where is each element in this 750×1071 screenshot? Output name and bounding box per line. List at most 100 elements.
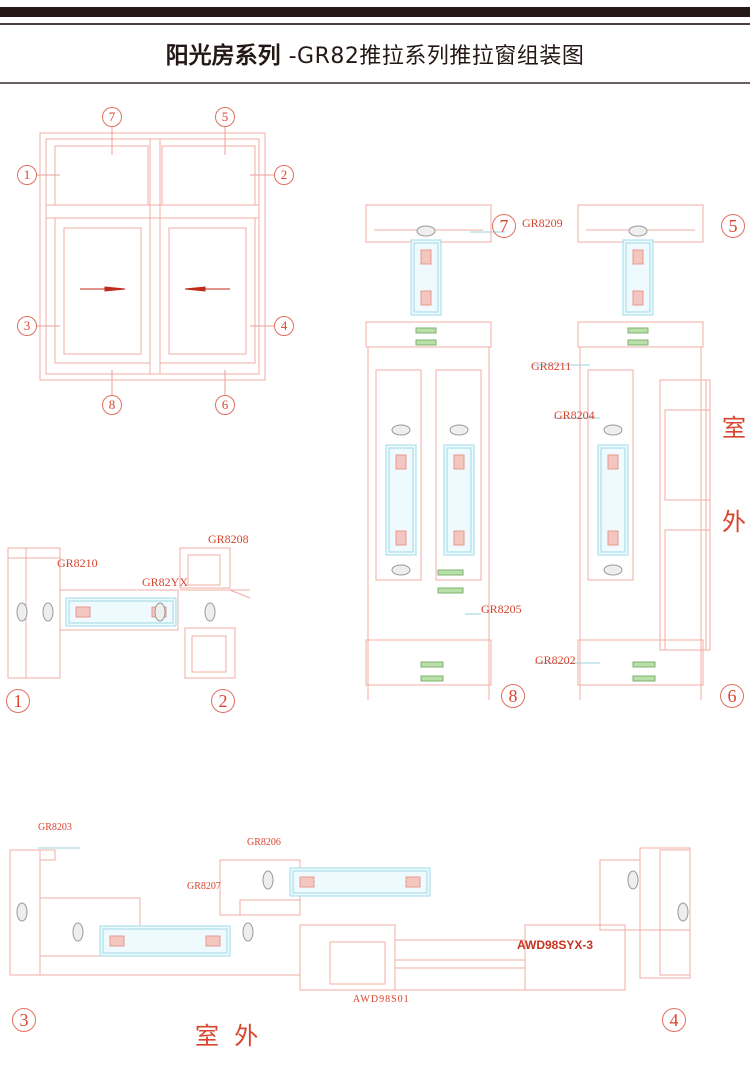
spacer-pad <box>405 876 421 888</box>
glass-pane <box>102 928 228 954</box>
spacer-pad <box>420 249 432 265</box>
arrow-right-icon <box>104 286 126 292</box>
label-awd98s01: AWD98S01 <box>353 994 410 1005</box>
section-marker-8: 8 <box>501 684 525 708</box>
transom-panel-right <box>161 145 256 206</box>
thermal-break-strip <box>437 569 464 576</box>
sash-right-glass <box>168 227 247 355</box>
profile-line <box>229 589 251 599</box>
thermal-break-strip <box>632 675 656 682</box>
label-gr8210: GR8210 <box>57 556 98 570</box>
label-gr8208: GR8208 <box>208 532 249 546</box>
sash-profile <box>435 369 482 581</box>
thermal-break-strip <box>415 327 437 334</box>
title-series: 阳光房系列 <box>165 43 281 69</box>
spacer-pad <box>75 606 91 618</box>
sash-profile <box>375 369 422 581</box>
roller-icon <box>628 225 648 237</box>
marker-5: 5 <box>215 107 235 127</box>
outside-label-char-2: 外 <box>722 508 746 536</box>
frame-profile <box>184 627 236 679</box>
thermal-break-strip <box>437 587 464 594</box>
roller-icon <box>72 922 84 942</box>
frame-profile <box>329 941 386 985</box>
sash-profile <box>599 859 641 931</box>
sash-right <box>159 217 256 364</box>
outside-frame-profile <box>659 379 711 651</box>
spacer-pad <box>632 290 644 306</box>
frame-profile <box>39 849 56 861</box>
marker-8: 8 <box>102 395 122 415</box>
spacer-pad <box>632 249 644 265</box>
arrow-left-icon <box>184 286 206 292</box>
sash-left <box>54 217 151 364</box>
roller-icon <box>449 424 469 436</box>
spacer-pad <box>453 530 465 546</box>
roller-icon <box>16 602 28 622</box>
section-marker-7: 7 <box>492 214 516 238</box>
thermal-break-strip <box>420 661 444 668</box>
spacer-pad <box>205 935 221 947</box>
frame-profile <box>299 924 396 991</box>
spacer-pad <box>420 290 432 306</box>
frame-profile <box>191 635 227 673</box>
marker-7: 7 <box>102 107 122 127</box>
sash-left-glass <box>63 227 142 355</box>
section-marker-1: 1 <box>6 689 30 713</box>
outside-label: 室 外 <box>195 1022 259 1050</box>
header-rule <box>0 23 750 25</box>
label-gr8206: GR8206 <box>247 837 281 848</box>
thermal-break-strip <box>627 327 649 334</box>
roller-icon <box>42 602 54 622</box>
glass-pane <box>600 447 626 553</box>
sill-frame <box>365 639 492 686</box>
label-gr8207: GR8207 <box>187 881 221 892</box>
thermal-break-strip <box>420 675 444 682</box>
glass-pane <box>625 242 651 313</box>
roller-icon <box>391 424 411 436</box>
outside-frame-profile <box>664 529 711 651</box>
roller-icon <box>391 564 411 576</box>
head-frame <box>365 204 492 243</box>
marker-4: 4 <box>274 316 294 336</box>
section-marker-6: 6 <box>720 684 744 708</box>
thermal-break-strip <box>415 339 437 346</box>
frame-profile <box>394 939 526 991</box>
spacer-pad <box>453 454 465 470</box>
outside-frame-profile <box>664 409 711 501</box>
head-frame-lower <box>577 321 704 348</box>
window-frame-inner <box>45 138 260 375</box>
roller-icon <box>16 902 28 922</box>
label-gr8203: GR8203 <box>38 822 72 833</box>
sash-profile <box>587 369 634 581</box>
label-gr8202: GR8202 <box>535 653 576 667</box>
spacer-pad <box>395 530 407 546</box>
label-gr82yx: GR82YX <box>142 575 189 589</box>
roller-icon <box>603 424 623 436</box>
marker-2: 2 <box>274 165 294 185</box>
glass-pane <box>388 447 414 553</box>
roller-icon <box>262 870 274 890</box>
window-frame-outer <box>39 132 266 381</box>
roller-icon <box>154 602 166 622</box>
roller-icon <box>416 225 436 237</box>
frame-profile <box>659 849 691 976</box>
spacer-pad <box>395 454 407 470</box>
marker-3: 3 <box>17 316 37 336</box>
outside-label-char-1: 室 <box>722 414 746 442</box>
frame-profile <box>524 924 626 991</box>
frame-profile <box>187 554 221 586</box>
sash-profile <box>219 859 301 916</box>
frame-profile <box>239 899 301 916</box>
glass-pane <box>68 600 174 624</box>
roller-icon <box>627 870 639 890</box>
title-rule <box>0 82 750 84</box>
page-title: 阳光房系列-GR82推拉系列推拉窗组装图 <box>0 36 750 70</box>
section-marker-4: 4 <box>662 1008 686 1032</box>
section-marker-5: 5 <box>721 214 745 238</box>
label-gr8209: GR8209 <box>522 216 563 230</box>
head-frame <box>577 204 704 243</box>
roller-icon <box>677 902 689 922</box>
label-gr8205: GR8205 <box>481 602 522 616</box>
head-frame-lower <box>365 321 492 348</box>
